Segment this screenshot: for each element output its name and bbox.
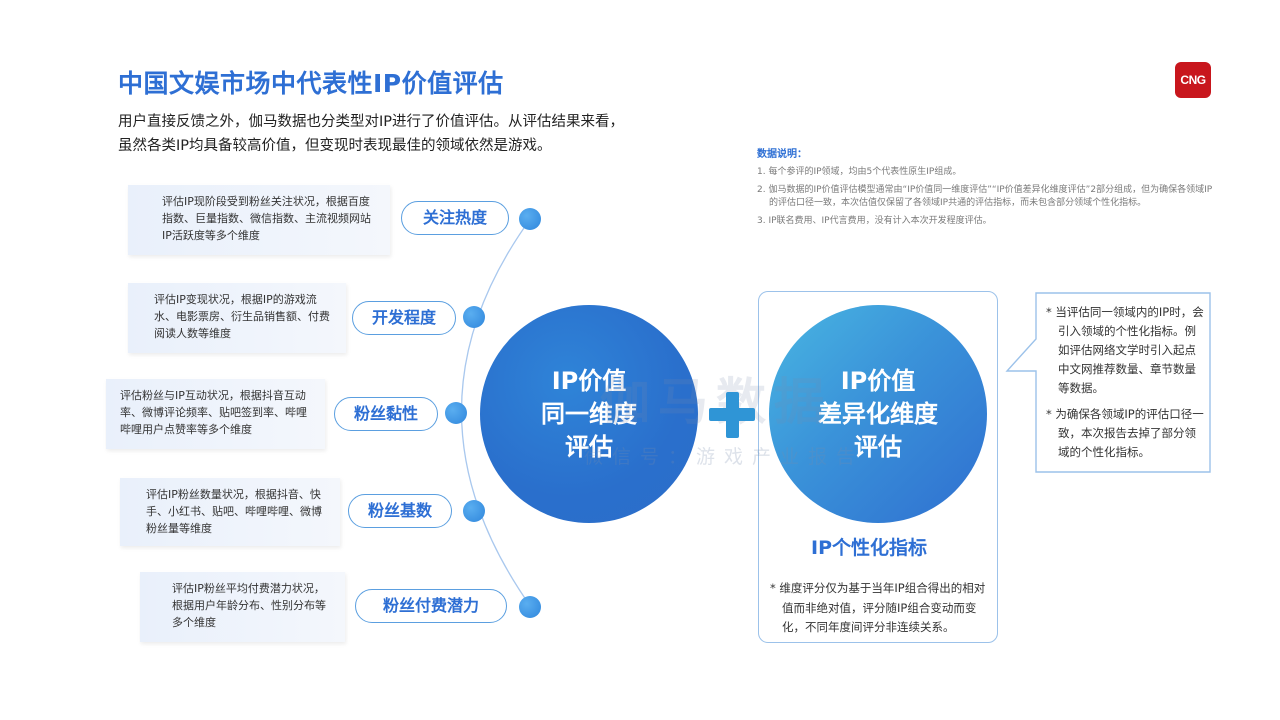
- dimension-dot: [445, 402, 467, 424]
- data-notes: 数据说明： 1. 每个参评的IP领域，均由5个代表性原生IP组成。 2. 伽马数…: [757, 148, 1217, 233]
- dimension-pill-payment: 粉丝付费潜力: [355, 589, 507, 623]
- dimension-dot: [519, 596, 541, 618]
- callout-text: * 当评估同一领域内的IP时，会引入领域的个性化指标。例如评估网络文学时引入起点…: [1046, 303, 1206, 469]
- page-subtitle: 用户直接反馈之外，伽马数据也分类型对IP进行了价值评估。从评估结果来看， 虽然各…: [118, 110, 624, 158]
- callout-item: * 当评估同一领域内的IP时，会引入领域的个性化指标。例如评估网络文学时引入起点…: [1046, 305, 1204, 395]
- differentiated-panel: [758, 291, 998, 643]
- subtitle-line: 用户直接反馈之外，伽马数据也分类型对IP进行了价值评估。从评估结果来看，: [118, 114, 625, 130]
- circle-line: 评估: [854, 432, 902, 461]
- dimension-dot: [463, 500, 485, 522]
- same-dimension-circle: IP价值 同一维度 评估: [480, 305, 698, 523]
- dimension-pill-development: 开发程度: [352, 301, 456, 335]
- dimension-dot: [519, 208, 541, 230]
- dimension-pill-attention: 关注热度: [401, 201, 509, 235]
- circle-line: 同一维度: [541, 399, 637, 428]
- personal-indicator-label: IP个性化指标: [811, 537, 927, 559]
- callout-box: [1005, 292, 1211, 473]
- dimension-desc-payment: 评估IP粉丝平均付费潜力状况，根据用户年龄分布、性别分布等多个维度: [140, 572, 345, 642]
- page-title: 中国文娱市场中代表性IP价值评估: [118, 69, 504, 98]
- watermark-text: 伽马数据: [600, 373, 832, 431]
- personal-indicator-note: * 维度评分仅为基于当年IP组合得出的相对值而非绝对值，评分随IP组合变动而变化…: [770, 581, 986, 634]
- note-item: 3. IP联名费用、IP代言费用，没有计入本次开发程度评估。: [757, 216, 992, 226]
- circle-line: IP价值: [840, 366, 916, 395]
- dimension-dot: [463, 306, 485, 328]
- dimension-desc-development: 评估IP变现状况，根据IP的游戏流水、电影票房、衍生品销售额、付费阅读人数等维度: [128, 283, 346, 353]
- circle-line: 差异化维度: [818, 399, 938, 428]
- subtitle-line: 虽然各类IP均具备较高价值，但变现时表现最佳的领域依然是游戏。: [118, 138, 552, 154]
- plus-icon: [709, 408, 755, 421]
- dimension-pill-base: 粉丝基数: [348, 494, 452, 528]
- differentiated-dimension-circle: IP价值 差异化维度 评估: [769, 305, 987, 523]
- note-item: 2. 伽马数据的IP价值评估模型通常由“IP价值同一维度评估”“IP价值差异化维…: [757, 185, 1213, 208]
- dimension-desc-base: 评估IP粉丝数量状况，根据抖音、快手、小红书、贴吧、哔哩哔哩、微博粉丝量等维度: [120, 478, 340, 546]
- dimension-desc-attention: 评估IP现阶段受到粉丝关注状况，根据百度指数、巨量指数、微信指数、主流视频网站I…: [128, 185, 390, 255]
- notes-title: 数据说明：: [757, 149, 807, 160]
- cng-logo: CNG: [1175, 62, 1211, 98]
- dimension-desc-stickiness: 评估粉丝与IP互动状况，根据抖音互动率、微博评论频率、贴吧签到率、哔哩哔哩用户点…: [106, 379, 325, 449]
- note-item: 1. 每个参评的IP领域，均由5个代表性原生IP组成。: [757, 167, 962, 177]
- circle-line: IP价值: [551, 366, 627, 395]
- dimension-pill-stickiness: 粉丝黏性: [334, 397, 438, 431]
- circle-line: 评估: [565, 432, 613, 461]
- watermark-subtext: 微信号：游戏产业报告: [584, 446, 865, 468]
- callout-item: * 为确保各领域IP的评估口径一致，本次报告去掉了部分领域的个性化指标。: [1046, 407, 1204, 459]
